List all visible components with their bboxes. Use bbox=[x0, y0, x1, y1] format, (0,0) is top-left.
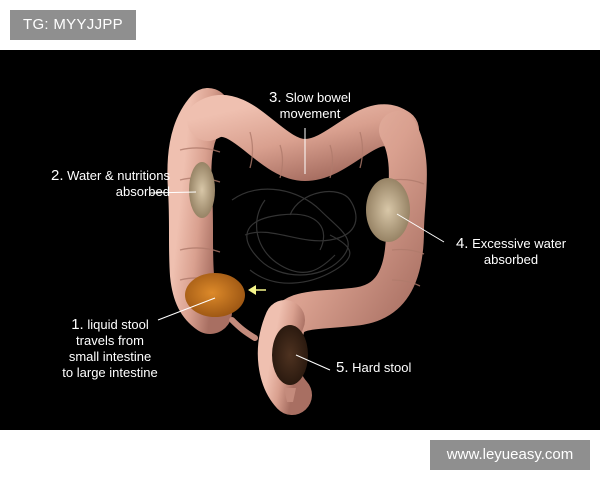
label-line: liquid stool bbox=[87, 317, 149, 332]
label-hard-stool: 5. Hard stool bbox=[336, 360, 436, 376]
label-line: Slow bowel bbox=[285, 90, 351, 105]
label-line: Hard stool bbox=[352, 360, 412, 375]
label-water-nutritions-absorbed: 2. Water & nutritions absorbed bbox=[18, 168, 170, 200]
label-line: absorbed bbox=[483, 252, 539, 267]
label-line: absorbed bbox=[115, 184, 170, 199]
small-intestine-outline bbox=[231, 188, 357, 284]
watermark-top: TG: MYYJJPP bbox=[10, 10, 136, 40]
semi-solid-stool-descending bbox=[366, 178, 410, 242]
semi-solid-stool-ascending bbox=[189, 162, 215, 218]
hard-stool-mass bbox=[272, 325, 308, 385]
label-line: movement bbox=[279, 106, 341, 121]
colon-diagram: 3. Slow bowel movement 2. Water & nutrit… bbox=[0, 50, 600, 430]
label-number: 1. bbox=[71, 316, 84, 333]
label-line: travels from bbox=[76, 333, 144, 348]
anal-canal bbox=[284, 388, 296, 402]
label-number: 3. bbox=[269, 89, 282, 106]
flow-arrow-icon bbox=[248, 285, 266, 295]
label-number: 4. bbox=[455, 235, 469, 252]
label-line: small intestine bbox=[68, 349, 152, 364]
watermark-bottom: www.leyueasy.com bbox=[430, 440, 590, 470]
liquid-stool-pouch bbox=[185, 273, 245, 317]
label-line: to large intestine bbox=[62, 365, 158, 380]
label-number: 5. bbox=[336, 359, 349, 376]
label-slow-bowel-movement: 3. Slow bowel movement bbox=[250, 90, 370, 122]
colon-illustration bbox=[149, 88, 445, 415]
label-line: Excessive water bbox=[472, 236, 567, 251]
label-number: 2. bbox=[51, 167, 64, 184]
leader-lines bbox=[149, 128, 445, 371]
label-line: Water & nutritions bbox=[67, 168, 170, 183]
label-excessive-water-absorbed: 4. Excessive water absorbed bbox=[446, 236, 576, 268]
label-liquid-stool: 1. liquid stool travels from small intes… bbox=[40, 317, 180, 381]
